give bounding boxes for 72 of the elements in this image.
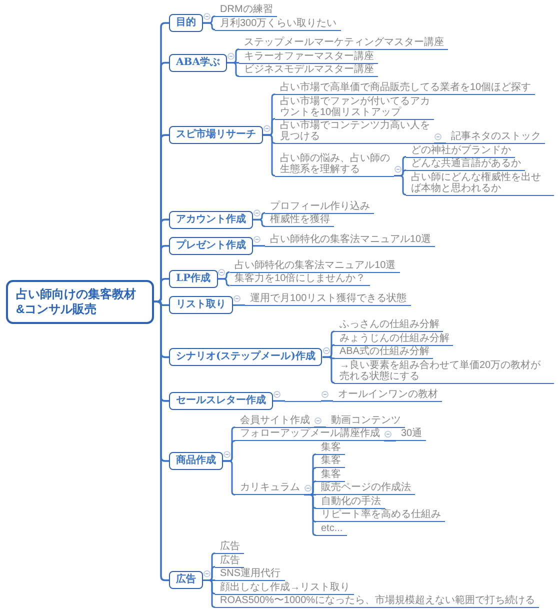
subtopic-text: 顔出しなし作成→リスト取り bbox=[215, 582, 354, 594]
topic-box: LP作成 bbox=[169, 270, 218, 288]
subtopic-text: 占い市場でファンが付いてるアカウントを10個リストアップ bbox=[275, 96, 434, 120]
subtopic-text: ふっさんの仕組み分解 bbox=[334, 319, 444, 332]
subtopic-text: ROAS500%〜1000%になったら、市場規模超えない範囲で打ち続ける bbox=[215, 595, 540, 608]
topic-box: ABA学ぶ bbox=[169, 54, 227, 72]
subtopic-text: 集客 bbox=[316, 455, 345, 468]
branch-connector bbox=[253, 245, 265, 247]
subtopic-text: どの神社がブランドか bbox=[406, 144, 515, 158]
subtopic-text: DRMの練習 bbox=[215, 4, 277, 17]
branch-connector bbox=[226, 62, 240, 78]
subtopic-text: 集客 bbox=[316, 468, 345, 482]
branch-connector bbox=[304, 494, 317, 536]
subtopic-text: リピート率を高める仕組み bbox=[316, 509, 445, 522]
branch-connector bbox=[434, 142, 446, 144]
branch-connector bbox=[263, 134, 276, 177]
branch-connector bbox=[273, 400, 285, 402]
topic-box: リスト取り bbox=[169, 296, 233, 314]
subtopic-text: みょうじんの仕組み分解 bbox=[334, 332, 454, 346]
subtopic-text: 占い師特化の集客法マニュアル10選 bbox=[265, 234, 436, 247]
branch-connector bbox=[203, 22, 216, 30]
subtopic-text: プロフィール作り込み bbox=[265, 200, 374, 214]
branch-connector bbox=[154, 300, 169, 582]
subtopic-text: 記事ネタのストック bbox=[446, 131, 545, 144]
topic-box: プレゼント作成 bbox=[169, 236, 253, 255]
subtopic-text: 占い市場でコンテンツ力高い人を見つける bbox=[275, 120, 434, 144]
subtopic-text: 集客 bbox=[316, 442, 345, 455]
subtopic-text: 広告 bbox=[215, 554, 244, 568]
subtopic-text: etc... bbox=[316, 522, 347, 536]
branch-connector bbox=[321, 400, 333, 402]
subtopic-text: 動画コンテンツ bbox=[326, 414, 405, 428]
branch-connector bbox=[253, 218, 266, 228]
branch-connector bbox=[218, 278, 230, 286]
subtopic-text: 占い師にどんな権威性を出せば本物と思われるか bbox=[406, 172, 554, 196]
subtopic-text: ABA式の仕組み分解 bbox=[334, 346, 434, 360]
subtopic-text: 月利300万くらい取りたい bbox=[215, 18, 341, 30]
topic-box: 商品作成 bbox=[169, 452, 223, 470]
central-topic-box: 占い師向けの集客教材&コンサル販売 bbox=[6, 280, 154, 324]
subtopic-text: 運用で月100リスト獲得できる状態 bbox=[245, 292, 411, 306]
subtopic-text: フォローアップメール講座作成 bbox=[235, 428, 384, 442]
subtopic-text: 占い市場で高単価で商品販売してる業者を10個ほど探す bbox=[275, 82, 536, 96]
subtopic-text: 権威性を獲得 bbox=[265, 214, 334, 228]
subtopic-text: 販売ページの作成法 bbox=[316, 482, 415, 496]
branch-connector bbox=[322, 356, 336, 384]
subtopic-text: 自動化の手法 bbox=[316, 496, 385, 509]
branch-connector bbox=[394, 175, 407, 196]
topic-box: 目的 bbox=[169, 14, 203, 32]
topic-box: スピ市場リサーチ bbox=[169, 126, 263, 144]
subtopic-text: 広告 bbox=[215, 541, 244, 554]
subtopic-text: 占い師特化の集客法マニュアル10選 bbox=[230, 260, 400, 273]
subtopic-text: 会員サイト作成 bbox=[235, 414, 314, 428]
branch-connector bbox=[203, 580, 216, 608]
subtopic-text: 30通 bbox=[396, 428, 426, 442]
subtopic-text: キラーオファーマスター講座 bbox=[238, 50, 378, 64]
subtopic-text: ビジネスモデルマスター講座 bbox=[238, 64, 378, 78]
topic-box: セールスレター作成 bbox=[169, 392, 273, 410]
branch-connector bbox=[314, 426, 326, 428]
subtopic-text: 集客力を10倍にしませんか？ bbox=[230, 273, 370, 286]
topic-box: 広告 bbox=[169, 571, 203, 590]
branch-connector bbox=[384, 440, 396, 442]
subtopic-text: 占い師の悩み、占い師の生態系を理解する bbox=[275, 152, 394, 177]
empty-branch-line bbox=[285, 400, 321, 402]
topic-box: アカウント作成 bbox=[169, 210, 253, 229]
subtopic-text: SNS運用代行 bbox=[215, 568, 285, 581]
branch-connector bbox=[223, 460, 236, 496]
subtopic-text: オールインワンの教材 bbox=[333, 388, 442, 402]
subtopic-text: どんな共通言語があるか bbox=[406, 158, 525, 172]
subtopic-text: カリキュラム bbox=[235, 482, 304, 496]
subtopic-text: ステップメールマーケティングマスター講座 bbox=[238, 37, 448, 50]
subtopic-text: →良い要素を組み合わせて単価20万の教材が売れる状態にする bbox=[334, 360, 554, 384]
branch-connector bbox=[233, 304, 245, 306]
topic-box: シナリオ(ステップメール)作成 bbox=[169, 348, 322, 366]
